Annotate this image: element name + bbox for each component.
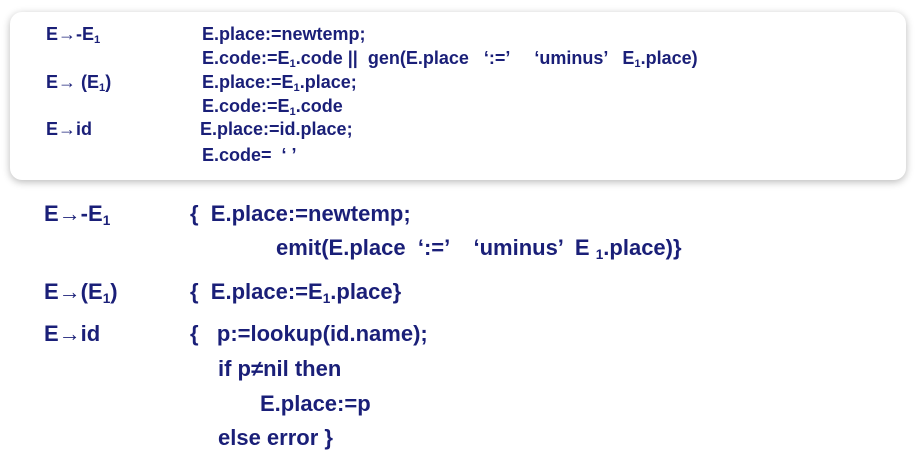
scheme-id-line-3: E.place:=p xyxy=(260,391,371,416)
scheme-id-line-4: else error } xyxy=(218,425,333,450)
rule-head-id: E→id xyxy=(46,119,93,139)
rule-id-line-1: E.place:=id.place; xyxy=(200,119,353,139)
syntax-directed-definition-box: E→-E1 E.place:=newtemp; E.code:=E1.code … xyxy=(10,12,906,180)
scheme-neg-line-1: { E.place:=newtemp; xyxy=(190,201,411,226)
scheme-id-line-1: { p:=lookup(id.name); xyxy=(190,321,428,346)
scheme-neg-line-2: emit(E.place ‘:=’ ‘uminus’ E 1.place)} xyxy=(276,235,682,262)
scheme-head-neg: E→-E1 xyxy=(44,201,111,228)
rule-neg-line-2: E.code:=E1.code || gen(E.place ‘:=’ ‘umi… xyxy=(202,48,698,71)
scheme-head-id: E→id xyxy=(44,321,101,346)
scheme-paren-line-1: { E.place:=E1.place} xyxy=(190,279,402,306)
rule-neg-line-1: E.place:=newtemp; xyxy=(202,24,366,44)
rule-id-line-2: E.code= ‘ ’ xyxy=(202,145,297,165)
rule-paren-line-2: E.code:=E1.code xyxy=(202,96,343,119)
rule-head-paren: E→ (E1) xyxy=(46,72,112,95)
rule-paren-line-1: E.place:=E1.place; xyxy=(202,72,357,95)
scheme-head-paren: E→(E1) xyxy=(44,279,118,306)
scheme-id-line-2: if p≠nil then xyxy=(218,356,342,381)
rule-head-neg: E→-E1 xyxy=(46,24,101,47)
